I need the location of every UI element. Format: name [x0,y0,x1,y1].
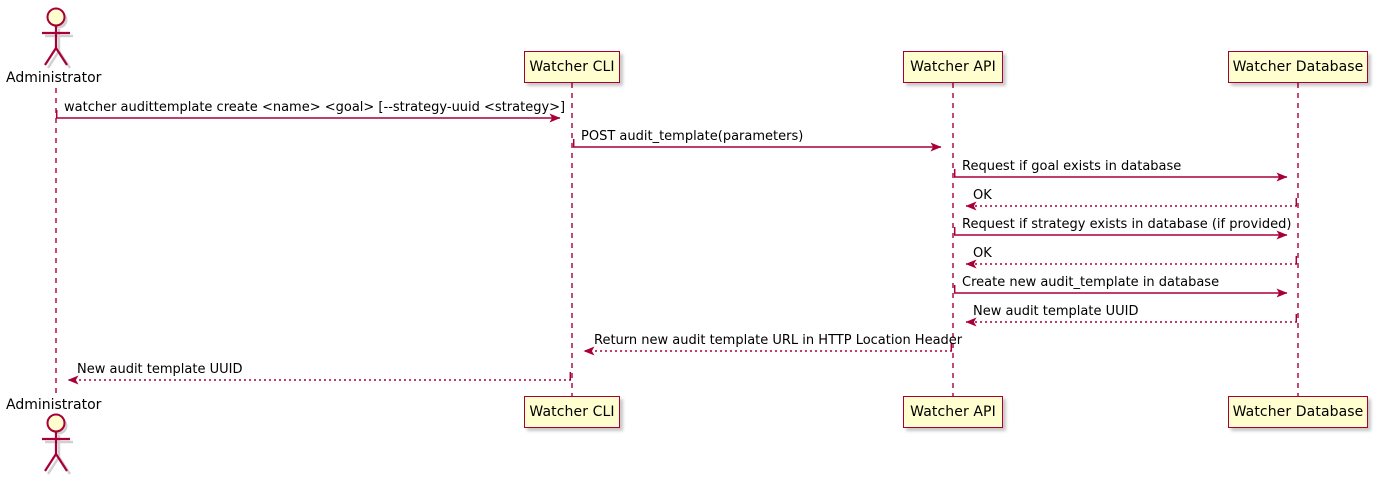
arrow-message-3 [953,169,1288,182]
message-label-6: OK [973,246,992,261]
actor-icon-administrator-bottom [42,413,73,475]
actor-label-administrator-bottom: Administrator [6,397,102,413]
actor-icon-administrator-top [42,7,73,69]
message-label-2: POST audit_template(parameters) [581,129,804,144]
arrow-message-9 [583,343,953,356]
arrow-message-6 [965,256,1298,269]
participant-box-watcher-api-top[interactable]: Watcher API [903,51,1003,83]
arrow-message-5 [953,227,1288,240]
actor-label-administrator-top: Administrator [6,70,102,86]
message-label-1: watcher audittemplate create <name> <goa… [64,100,566,115]
message-label-8: New audit template UUID [973,304,1139,319]
participant-box-watcher-database-bottom[interactable]: Watcher Database [1228,396,1368,428]
message-label-4: OK [973,188,992,203]
message-label-5: Request if strategy exists in database (… [962,217,1292,232]
message-label-10: New audit template UUID [77,362,243,377]
arrow-message-10 [67,372,572,385]
arrow-message-4 [965,198,1298,211]
message-label-7: Create new audit_template in database [962,275,1220,290]
participant-box-watcher-database-top[interactable]: Watcher Database [1228,51,1368,83]
arrow-message-8 [965,314,1298,327]
arrow-message-1 [55,110,561,123]
participant-box-watcher-cli-bottom[interactable]: Watcher CLI [524,396,620,428]
message-label-9: Return new audit template URL in HTTP Lo… [594,333,963,348]
message-label-3: Request if goal exists in database [962,159,1182,174]
participant-box-watcher-api-bottom[interactable]: Watcher API [903,396,1003,428]
arrow-message-2 [572,139,942,152]
participant-box-watcher-cli-top[interactable]: Watcher CLI [524,51,620,83]
arrow-message-7 [953,285,1288,298]
